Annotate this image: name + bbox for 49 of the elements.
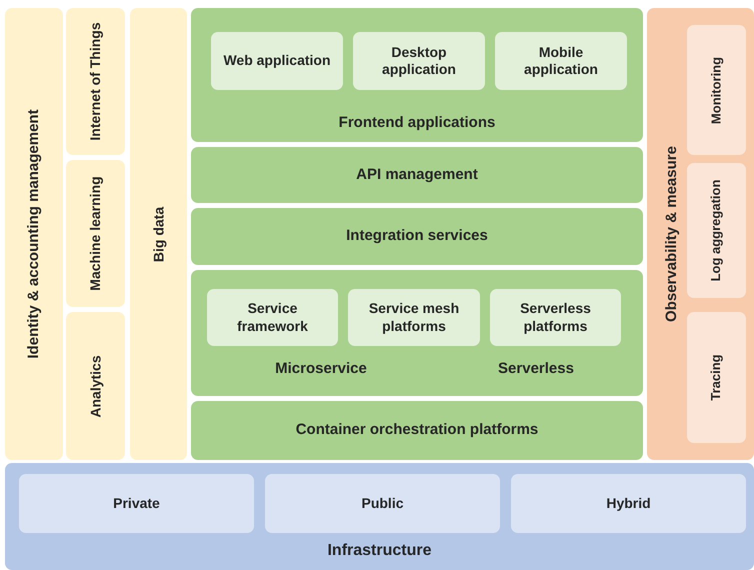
component-box <box>687 163 746 298</box>
side-panel <box>5 8 63 460</box>
node-label: Microservice <box>274 358 368 379</box>
node-label: Identity & accounting management <box>24 108 43 361</box>
node-label: Serverless <box>497 358 575 379</box>
component-box <box>348 289 480 346</box>
node-label: Integration services <box>345 226 489 246</box>
node-label: Machine learning <box>86 175 104 293</box>
node-label: Tracing <box>707 353 724 403</box>
component-box <box>19 474 254 533</box>
node-label: Service framework <box>236 299 309 336</box>
layer-panel <box>191 401 643 460</box>
component-box <box>353 32 485 90</box>
component-box <box>211 32 343 90</box>
node-label: Internet of Things <box>86 21 104 143</box>
category-box <box>130 8 187 460</box>
node-label: Public <box>360 494 404 513</box>
category-box <box>66 8 125 155</box>
node-label: Web application <box>222 51 332 70</box>
component-box <box>511 474 746 533</box>
node-label: Container orchestration platforms <box>294 420 540 440</box>
layer-panel <box>191 8 643 142</box>
node-label: Big data <box>148 205 168 264</box>
node-label: Analytics <box>86 354 104 420</box>
layer-panel <box>5 463 754 570</box>
component-box <box>495 32 627 90</box>
layer-panel <box>191 208 643 265</box>
node-label: Private <box>112 494 161 513</box>
node-label: Hybrid <box>605 494 652 513</box>
component-box <box>207 289 338 346</box>
node-label: Infrastructure <box>326 541 433 561</box>
node-label: Monitoring <box>707 55 724 126</box>
node-label: Log aggregation <box>707 178 724 284</box>
component-box <box>490 289 621 346</box>
layer-panel <box>191 147 643 203</box>
component-box <box>687 312 746 443</box>
category-box <box>66 160 125 307</box>
component-box <box>687 25 746 155</box>
layer-panel <box>191 270 643 396</box>
node-label: Serverless platforms <box>519 299 592 336</box>
node-label: Frontend applications <box>338 112 496 133</box>
node-label: API management <box>355 164 479 185</box>
node-label: Desktop application <box>381 42 457 79</box>
category-box <box>66 312 125 460</box>
node-label: Observability & measure <box>662 145 681 324</box>
node-label: Service mesh platforms <box>368 299 460 336</box>
component-box <box>265 474 500 533</box>
side-panel <box>647 8 754 460</box>
node-label: Mobile application <box>523 42 599 79</box>
